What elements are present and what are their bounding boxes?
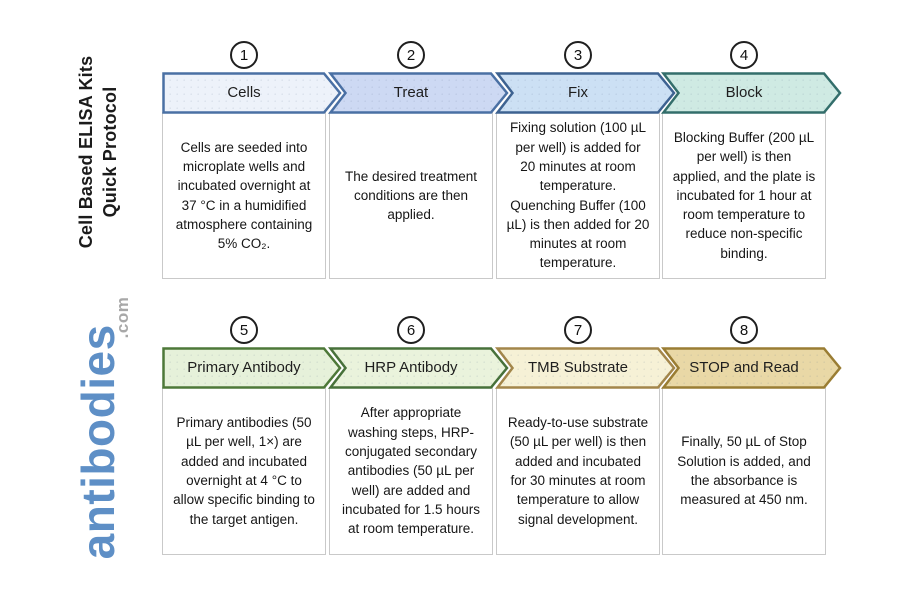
step-arrow-banner xyxy=(494,72,676,114)
step-description-box: Primary antibodies (50 µL per well, 1×) … xyxy=(162,387,326,555)
step-description-box: Cells are seeded into microplate wells a… xyxy=(162,112,326,279)
antibodies-logo: antibodies.com xyxy=(69,271,132,571)
step-number: 6 xyxy=(406,321,416,339)
step-description: Ready-to-use substrate (50 µL per well) … xyxy=(507,415,649,527)
step-number: 1 xyxy=(239,46,249,64)
step-column-5: 5 Primary Antibody Primary antibodies (5… xyxy=(162,316,342,556)
step-description-box: After appropriate washing steps, HRP-con… xyxy=(329,387,493,555)
title-line1: Cell Based ELISA Kits xyxy=(76,55,96,249)
step-column-3: 3 Fix Fixing solution (100 µL per well) … xyxy=(494,41,676,279)
step-description: Blocking Buffer (200 µL per well) is the… xyxy=(672,129,816,261)
step-label: Primary Antibody xyxy=(187,359,301,376)
step-number: 4 xyxy=(739,46,749,64)
step-arrow-banner xyxy=(660,72,842,114)
step-column-1: 1 Cells Cells are seeded into microplate… xyxy=(162,41,342,279)
step-description-box: Ready-to-use substrate (50 µL per well) … xyxy=(496,387,660,555)
step-label: TMB Substrate xyxy=(527,359,629,376)
step-label: Cells xyxy=(227,84,261,101)
title-line2: Quick Protocol xyxy=(100,86,120,218)
logo-text: antibodies xyxy=(72,324,124,560)
step-column-6: 6 HRP Antibody After appropriate washing… xyxy=(327,316,509,556)
step-description: Fixing solution (100 µL per well) is add… xyxy=(506,120,650,271)
step-number-badge: 7 xyxy=(564,316,592,344)
step-column-8: 8 STOP and Read Finally, 50 µL of Stop S… xyxy=(660,316,842,556)
step-number: 3 xyxy=(573,46,583,64)
step-description-box: Finally, 50 µL of Stop Solution is added… xyxy=(662,387,826,555)
step-description: Primary antibodies (50 µL per well, 1×) … xyxy=(173,415,315,527)
step-number: 5 xyxy=(239,321,249,339)
step-number-badge: 8 xyxy=(730,316,758,344)
step-number-badge: 6 xyxy=(397,316,425,344)
step-number-badge: 2 xyxy=(397,41,425,69)
step-column-2: 2 Treat The desired treatment conditions… xyxy=(327,41,509,279)
logo-suffix: .com xyxy=(113,296,132,339)
step-label: HRP Antibody xyxy=(364,359,458,376)
step-description-box: Blocking Buffer (200 µL per well) is the… xyxy=(662,112,826,279)
step-number: 7 xyxy=(573,321,583,339)
step-number-badge: 3 xyxy=(564,41,592,69)
step-label: STOP and Read xyxy=(689,359,799,376)
step-label: Treat xyxy=(393,84,429,101)
step-arrow-banner xyxy=(162,72,342,114)
step-column-4: 4 Block Blocking Buffer (200 µL per well… xyxy=(660,41,842,279)
step-description: Finally, 50 µL of Stop Solution is added… xyxy=(677,434,811,508)
logo-wordmark: antibodies.com xyxy=(69,283,139,560)
step-arrow-banner xyxy=(162,347,342,389)
step-description: Cells are seeded into microplate wells a… xyxy=(175,139,313,252)
step-arrow-banner xyxy=(494,347,676,389)
step-description-box: The desired treatment conditions are the… xyxy=(329,112,493,279)
step-column-7: 7 TMB Substrate Ready-to-use substrate (… xyxy=(494,316,676,556)
step-arrow-banner xyxy=(327,72,509,114)
vertical-title: Cell Based ELISA Kits Quick Protocol xyxy=(74,37,122,267)
step-arrow-banner xyxy=(327,347,509,389)
step-description: The desired treatment conditions are the… xyxy=(344,168,478,223)
step-number-badge: 4 xyxy=(730,41,758,69)
step-number: 2 xyxy=(406,46,416,64)
step-description-box: Fixing solution (100 µL per well) is add… xyxy=(496,112,660,279)
step-label: Block xyxy=(725,84,763,101)
step-arrow-banner xyxy=(660,347,842,389)
step-number-badge: 5 xyxy=(230,316,258,344)
step-number-badge: 1 xyxy=(230,41,258,69)
step-description: After appropriate washing steps, HRP-con… xyxy=(341,405,481,537)
step-label: Fix xyxy=(568,84,588,101)
step-number: 8 xyxy=(739,321,749,339)
